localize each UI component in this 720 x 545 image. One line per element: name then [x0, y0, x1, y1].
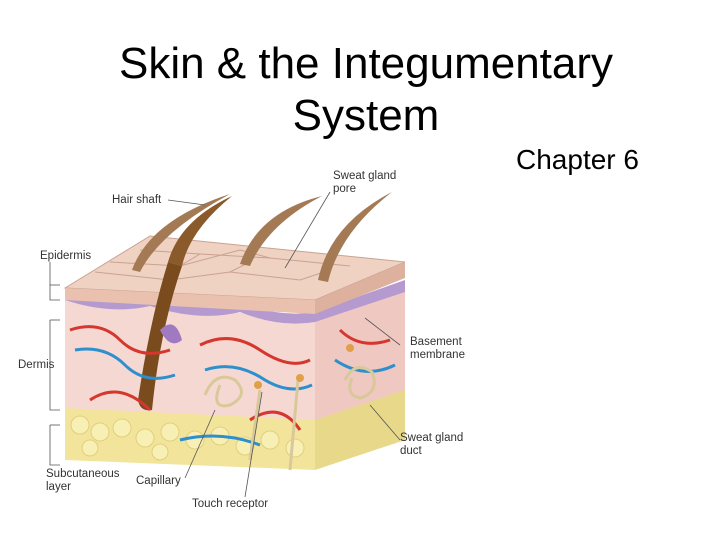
label-sweat-gland-duct-line-1: Sweat gland — [400, 432, 464, 444]
leader-lines — [49, 191, 401, 498]
hair-shaft-left — [132, 194, 230, 272]
hair-shaft-middle — [240, 196, 322, 266]
basement-membrane — [65, 280, 405, 324]
hair-shaft-right — [318, 192, 392, 282]
label-hair-shaft: Hair shaft — [112, 194, 162, 206]
subcutaneous-fat-side — [315, 385, 405, 470]
epidermis-side — [315, 262, 405, 314]
skin-diagram: Hair shaft Sweat gland pore Epidermis De… — [0, 160, 480, 540]
touch-receptors — [254, 344, 354, 389]
label-sweat-gland-pore-line-1: Sweat gland — [333, 170, 397, 182]
label-capillary: Capillary — [136, 475, 181, 487]
sebaceous-gland — [160, 324, 182, 344]
hair-follicle — [138, 262, 182, 411]
label-basement-membrane-line-2: membrane — [410, 349, 465, 361]
skin-cross-section-illustration — [49, 191, 406, 498]
label-sweat-gland-pore-line-2: pore — [333, 183, 357, 195]
label-dermis: Dermis — [18, 359, 55, 371]
dermis-side — [315, 288, 405, 420]
label-sweat-gland-duct-line-2: duct — [400, 445, 422, 457]
slide-title-line-2: System — [292, 91, 440, 140]
slide-title: Skin & the Integumentary System — [0, 38, 720, 142]
epidermis-front — [65, 288, 315, 314]
label-basement-membrane-line-1: Basement — [410, 336, 462, 348]
label-epidermis: Epidermis — [40, 250, 92, 262]
hair-shaft-large — [168, 196, 232, 266]
chapter-subtitle: Chapter 6 — [516, 144, 639, 175]
dermis-front — [65, 300, 315, 420]
nerves-and-glands — [203, 366, 376, 471]
label-subcutaneous-line-1: Subcutaneous — [46, 468, 120, 480]
label-touch-receptor: Touch receptor — [192, 498, 269, 510]
slide-title-line-1: Skin & the Integumentary — [118, 39, 614, 88]
label-subcutaneous-line-2: layer — [46, 481, 71, 493]
